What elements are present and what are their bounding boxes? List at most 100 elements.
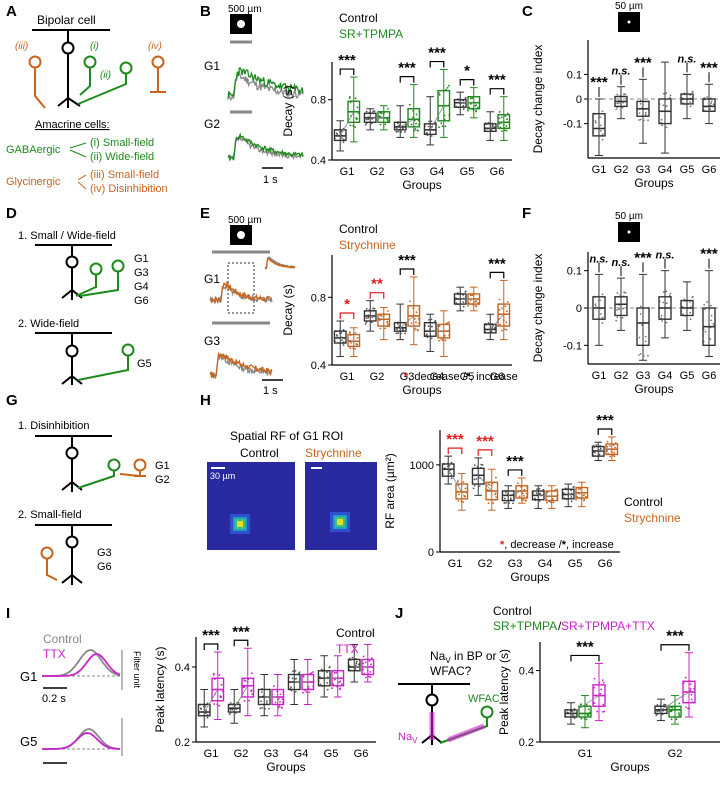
h-label-strychnine: Strychnine — [305, 446, 362, 460]
data-point — [448, 321, 450, 324]
data-point — [349, 347, 352, 350]
data-point — [416, 129, 419, 132]
data-point — [441, 125, 444, 127]
data-point — [613, 455, 616, 458]
data-point — [644, 113, 647, 116]
data-point — [326, 682, 329, 684]
data-point — [333, 672, 336, 674]
y-axis-label: Decay change index — [531, 45, 545, 154]
y-axis-label: Peak latency (s) — [497, 649, 511, 735]
e-trace-g3-control — [209, 353, 273, 380]
data-point — [365, 307, 368, 310]
gaba-item-i: (i) Small-field — [90, 137, 154, 149]
data-point — [373, 110, 376, 113]
data-point — [446, 322, 449, 324]
data-point — [612, 455, 614, 457]
data-point — [397, 323, 399, 325]
data-point — [272, 685, 275, 688]
data-point — [669, 292, 672, 295]
box-iqr — [197, 703, 211, 717]
data-point — [443, 334, 446, 337]
data-point — [218, 674, 221, 677]
data-point — [428, 318, 430, 321]
data-point — [524, 499, 527, 502]
sig-label: *** — [338, 52, 356, 69]
data-point — [571, 714, 574, 717]
data-point — [616, 292, 619, 295]
data-point — [601, 110, 604, 113]
data-point — [415, 321, 417, 324]
data-point — [265, 700, 268, 702]
data-point — [277, 706, 280, 709]
legend-0: Control — [339, 222, 378, 236]
data-point — [599, 313, 602, 315]
data-point — [506, 118, 508, 121]
data-point — [622, 101, 624, 104]
data-point — [638, 336, 641, 339]
data-point — [618, 102, 620, 105]
data-point — [601, 316, 604, 319]
data-point — [443, 114, 446, 117]
box-iqr — [441, 463, 455, 477]
data-point — [587, 708, 590, 711]
data-point — [471, 294, 474, 297]
panel-letter-e: E — [200, 205, 210, 222]
data-point — [355, 343, 358, 346]
data-point — [582, 494, 585, 497]
sig-bracket — [339, 312, 355, 319]
box-iqr — [515, 485, 529, 499]
data-point — [384, 327, 387, 330]
data-point — [539, 492, 542, 495]
data-point — [601, 138, 604, 141]
sig-bracket — [489, 271, 505, 279]
d-label-1: 1. Small / Wide-field — [18, 230, 116, 242]
data-point — [490, 330, 493, 333]
data-point — [408, 300, 411, 303]
panel-a-schematic: Bipolar cell (iii) (i) (ii) (iv) Amacrin… — [6, 13, 168, 195]
data-point — [203, 705, 205, 708]
gly-item-iii: (iii) Small-field — [90, 169, 159, 181]
data-point — [261, 691, 263, 693]
data-point — [220, 683, 223, 686]
data-point — [644, 111, 647, 114]
x-tick-label: G1 — [592, 164, 607, 176]
x-tick-label: G6 — [702, 164, 717, 176]
data-point — [464, 97, 467, 100]
sig-label: *** — [488, 255, 506, 272]
box-iqr — [333, 330, 347, 344]
sig-bracket — [570, 654, 600, 662]
box-iqr — [347, 333, 361, 348]
data-point — [710, 319, 712, 322]
data-point — [348, 97, 351, 100]
b-trace-label-g2: G2 — [204, 117, 220, 131]
data-point — [342, 141, 345, 144]
data-point — [279, 693, 282, 696]
j-question-1: NaV in BP or — [430, 649, 497, 665]
data-point — [675, 718, 678, 720]
g-amacrine-gaba — [107, 458, 121, 472]
e-trace-g3-strychnine — [209, 351, 273, 380]
data-point — [595, 305, 597, 307]
median-link — [538, 494, 552, 497]
data-point — [340, 130, 343, 133]
data-point — [655, 714, 658, 717]
data-point — [601, 293, 604, 296]
sig-bracket — [477, 449, 493, 456]
panel-letter-j: J — [395, 605, 403, 622]
d-group-g1: G1 — [134, 253, 149, 265]
data-point — [291, 677, 294, 680]
sig-label: * — [464, 63, 470, 80]
x-tick-label: G4 — [430, 371, 445, 383]
data-point — [613, 451, 616, 454]
data-point — [355, 118, 358, 120]
data-point — [616, 309, 619, 311]
data-point — [467, 109, 469, 112]
y-axis-label: Decay (s) — [281, 284, 295, 335]
x-tick-label: G2 — [478, 558, 493, 570]
legend-1: TTX — [336, 642, 359, 656]
x-tick-label: G1 — [578, 748, 593, 760]
j-nav-label: NaV — [398, 731, 418, 745]
